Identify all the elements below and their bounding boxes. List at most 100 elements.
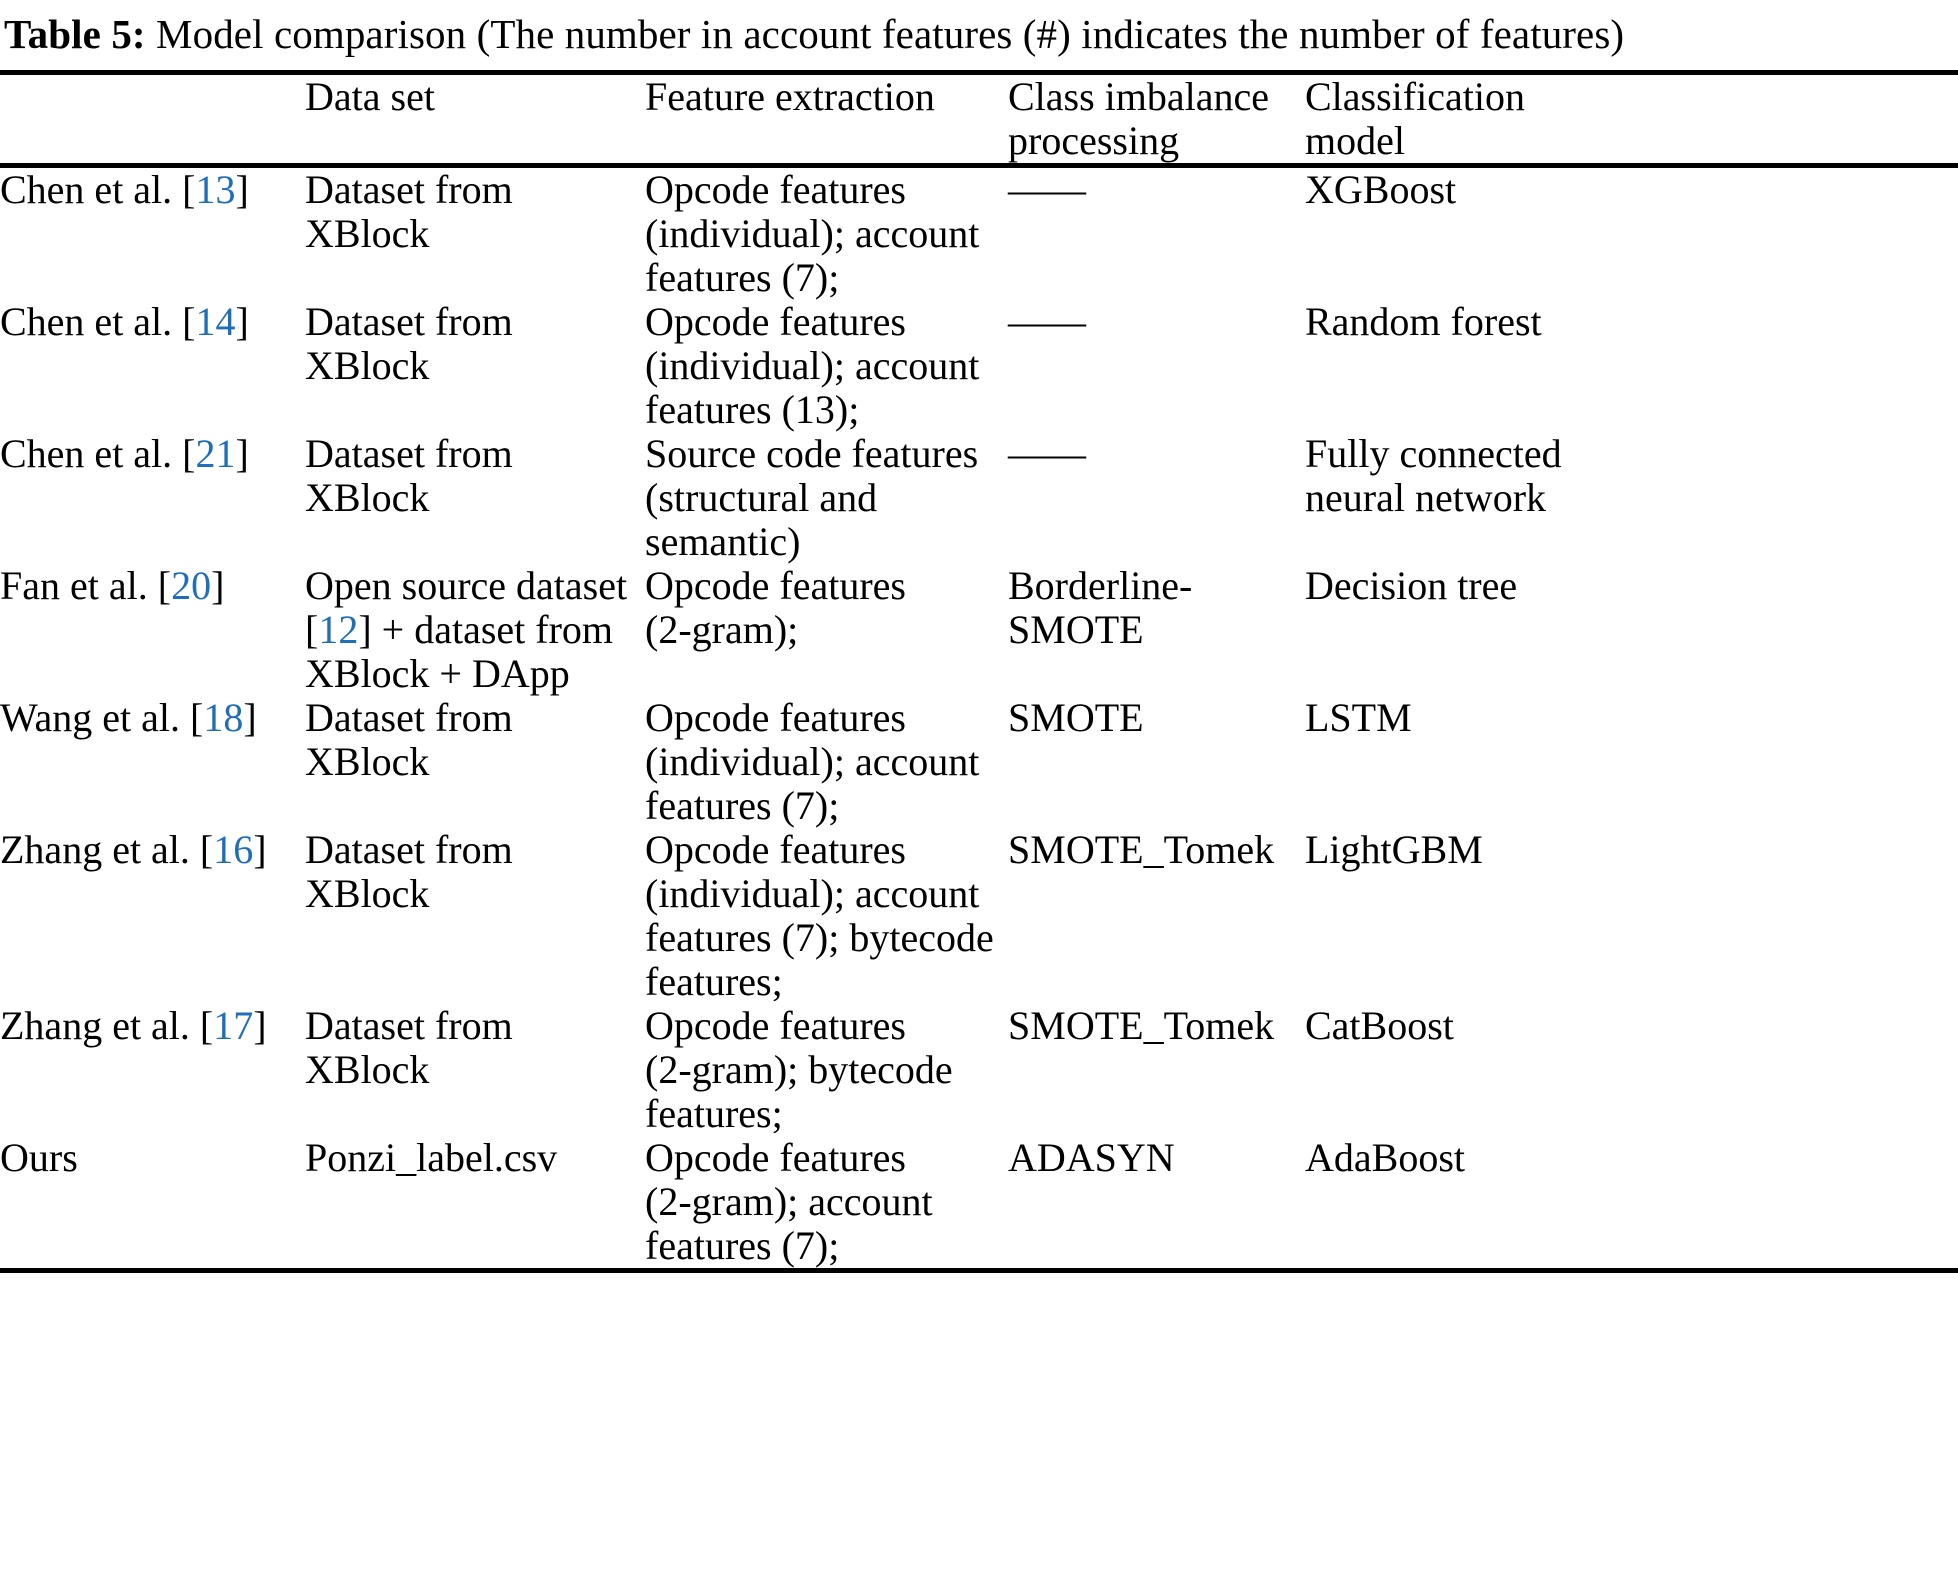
- table-5-container: Table 5: Model comparison (The number in…: [0, 0, 1958, 1274]
- model-line: Decision tree: [1305, 563, 1518, 609]
- study-label: Chen et al. [21]: [0, 431, 249, 477]
- study-label: Ours: [0, 1135, 78, 1181]
- cell-line: XBlock: [305, 475, 430, 521]
- cell-classification-model: AdaBoost: [1305, 1136, 1958, 1268]
- cell-line: Dataset from: [305, 695, 513, 741]
- model-line: XGBoost: [1305, 167, 1457, 213]
- feature-line: Opcode features: [645, 695, 906, 741]
- column-header-dataset: Data set: [305, 75, 645, 163]
- cell-study: Chen et al. [21]: [0, 432, 305, 564]
- feature-line: features (13);: [645, 387, 860, 433]
- feature-line: (2-gram); account: [645, 1179, 933, 1225]
- table-caption-text: Model comparison (The number in account …: [156, 11, 1625, 57]
- feature-line: Opcode features: [645, 1135, 906, 1181]
- citation-link[interactable]: 14: [195, 299, 236, 345]
- feature-line: Opcode features: [645, 1003, 906, 1049]
- model-comparison-table: Data set Feature extraction Class imbala…: [0, 75, 1958, 163]
- cell-study: Ours: [0, 1136, 305, 1268]
- feature-line: (2-gram); bytecode: [645, 1047, 953, 1093]
- table-caption: Table 5: Model comparison (The number in…: [0, 0, 1958, 70]
- citation-link[interactable]: 18: [203, 695, 244, 741]
- cell-study: Zhang et al. [16]: [0, 828, 305, 1004]
- citation-link[interactable]: 17: [213, 1003, 254, 1049]
- imbalance-line: SMOTE: [1008, 695, 1144, 741]
- feature-line: Opcode features: [645, 167, 906, 213]
- cell-study: Fan et al. [20]: [0, 564, 305, 696]
- cell-classification-model: LightGBM: [1305, 828, 1958, 1004]
- feature-line: features (7); bytecode: [645, 915, 994, 961]
- feature-line: Opcode features: [645, 299, 906, 345]
- cell-classification-model: Decision tree: [1305, 564, 1958, 696]
- cell-class-imbalance: ——: [1008, 432, 1305, 564]
- column-header-line: model: [1305, 118, 1405, 164]
- em-dash-placeholder: ——: [1008, 167, 1086, 213]
- model-line: LightGBM: [1305, 827, 1483, 873]
- header-row: Data set Feature extraction Class imbala…: [0, 75, 1958, 163]
- cell-line: Dataset from: [305, 827, 513, 873]
- cell-dataset: Ponzi_label.csv: [305, 1136, 645, 1268]
- feature-line: features (7);: [645, 1223, 840, 1269]
- cell-classification-model: LSTM: [1305, 696, 1958, 828]
- study-label: Chen et al. [14]: [0, 299, 249, 345]
- cell-line: Ponzi_label.csv: [305, 1135, 558, 1181]
- model-line: neural network: [1305, 475, 1547, 521]
- cell-line: XBlock: [305, 1047, 430, 1093]
- study-label: Zhang et al. [17]: [0, 1003, 267, 1049]
- citation-link[interactable]: 12: [318, 607, 359, 653]
- model-line: Random forest: [1305, 299, 1542, 345]
- table-rule-top: [0, 70, 1958, 76]
- cell-study: Chen et al. [14]: [0, 300, 305, 432]
- em-dash-placeholder: ——: [1008, 431, 1086, 477]
- cell-class-imbalance: ——: [1008, 300, 1305, 432]
- feature-line: Source code features: [645, 431, 979, 477]
- column-header-line: Classification: [1305, 74, 1525, 120]
- feature-line: (2-gram);: [645, 607, 799, 653]
- citation-link[interactable]: 16: [213, 827, 254, 873]
- imbalance-line: SMOTE: [1008, 607, 1144, 653]
- citation-link[interactable]: 20: [171, 563, 212, 609]
- cell-study: Chen et al. [13]: [0, 168, 305, 300]
- cell-study: Zhang et al. [17]: [0, 1004, 305, 1136]
- cell-line: XBlock: [305, 739, 430, 785]
- feature-line: Opcode features: [645, 827, 906, 873]
- cell-line: Dataset from: [305, 1003, 513, 1049]
- column-header-line: processing: [1008, 118, 1180, 164]
- cell-line: Open source dataset: [305, 563, 628, 609]
- feature-line: features;: [645, 1091, 783, 1137]
- imbalance-line: Borderline-: [1008, 563, 1193, 609]
- imbalance-line: ADASYN: [1008, 1135, 1175, 1181]
- cell-class-imbalance: SMOTE: [1008, 696, 1305, 828]
- cell-classification-model: CatBoost: [1305, 1004, 1958, 1136]
- table-row: Ours Ponzi_label.csv Opcode features(2-gra…: [0, 1136, 1958, 1268]
- cell-class-imbalance: Borderline-SMOTE: [1008, 564, 1305, 696]
- cell-line: XBlock: [305, 871, 430, 917]
- model-line: LSTM: [1305, 695, 1412, 741]
- feature-line: Opcode features: [645, 563, 906, 609]
- imbalance-line: SMOTE_Tomek: [1008, 1003, 1275, 1049]
- imbalance-line: SMOTE_Tomek: [1008, 827, 1275, 873]
- table-caption-label: Table 5:: [4, 11, 146, 57]
- cell-class-imbalance: ADASYN: [1008, 1136, 1305, 1268]
- citation-link[interactable]: 21: [195, 431, 236, 477]
- column-header-study: [0, 75, 305, 163]
- study-label: Chen et al. [13]: [0, 167, 249, 213]
- citation-link[interactable]: 13: [195, 167, 236, 213]
- model-line: AdaBoost: [1305, 1135, 1465, 1181]
- cell-line: XBlock: [305, 211, 430, 257]
- feature-line: features (7);: [645, 255, 840, 301]
- cell-line: XBlock: [305, 343, 430, 389]
